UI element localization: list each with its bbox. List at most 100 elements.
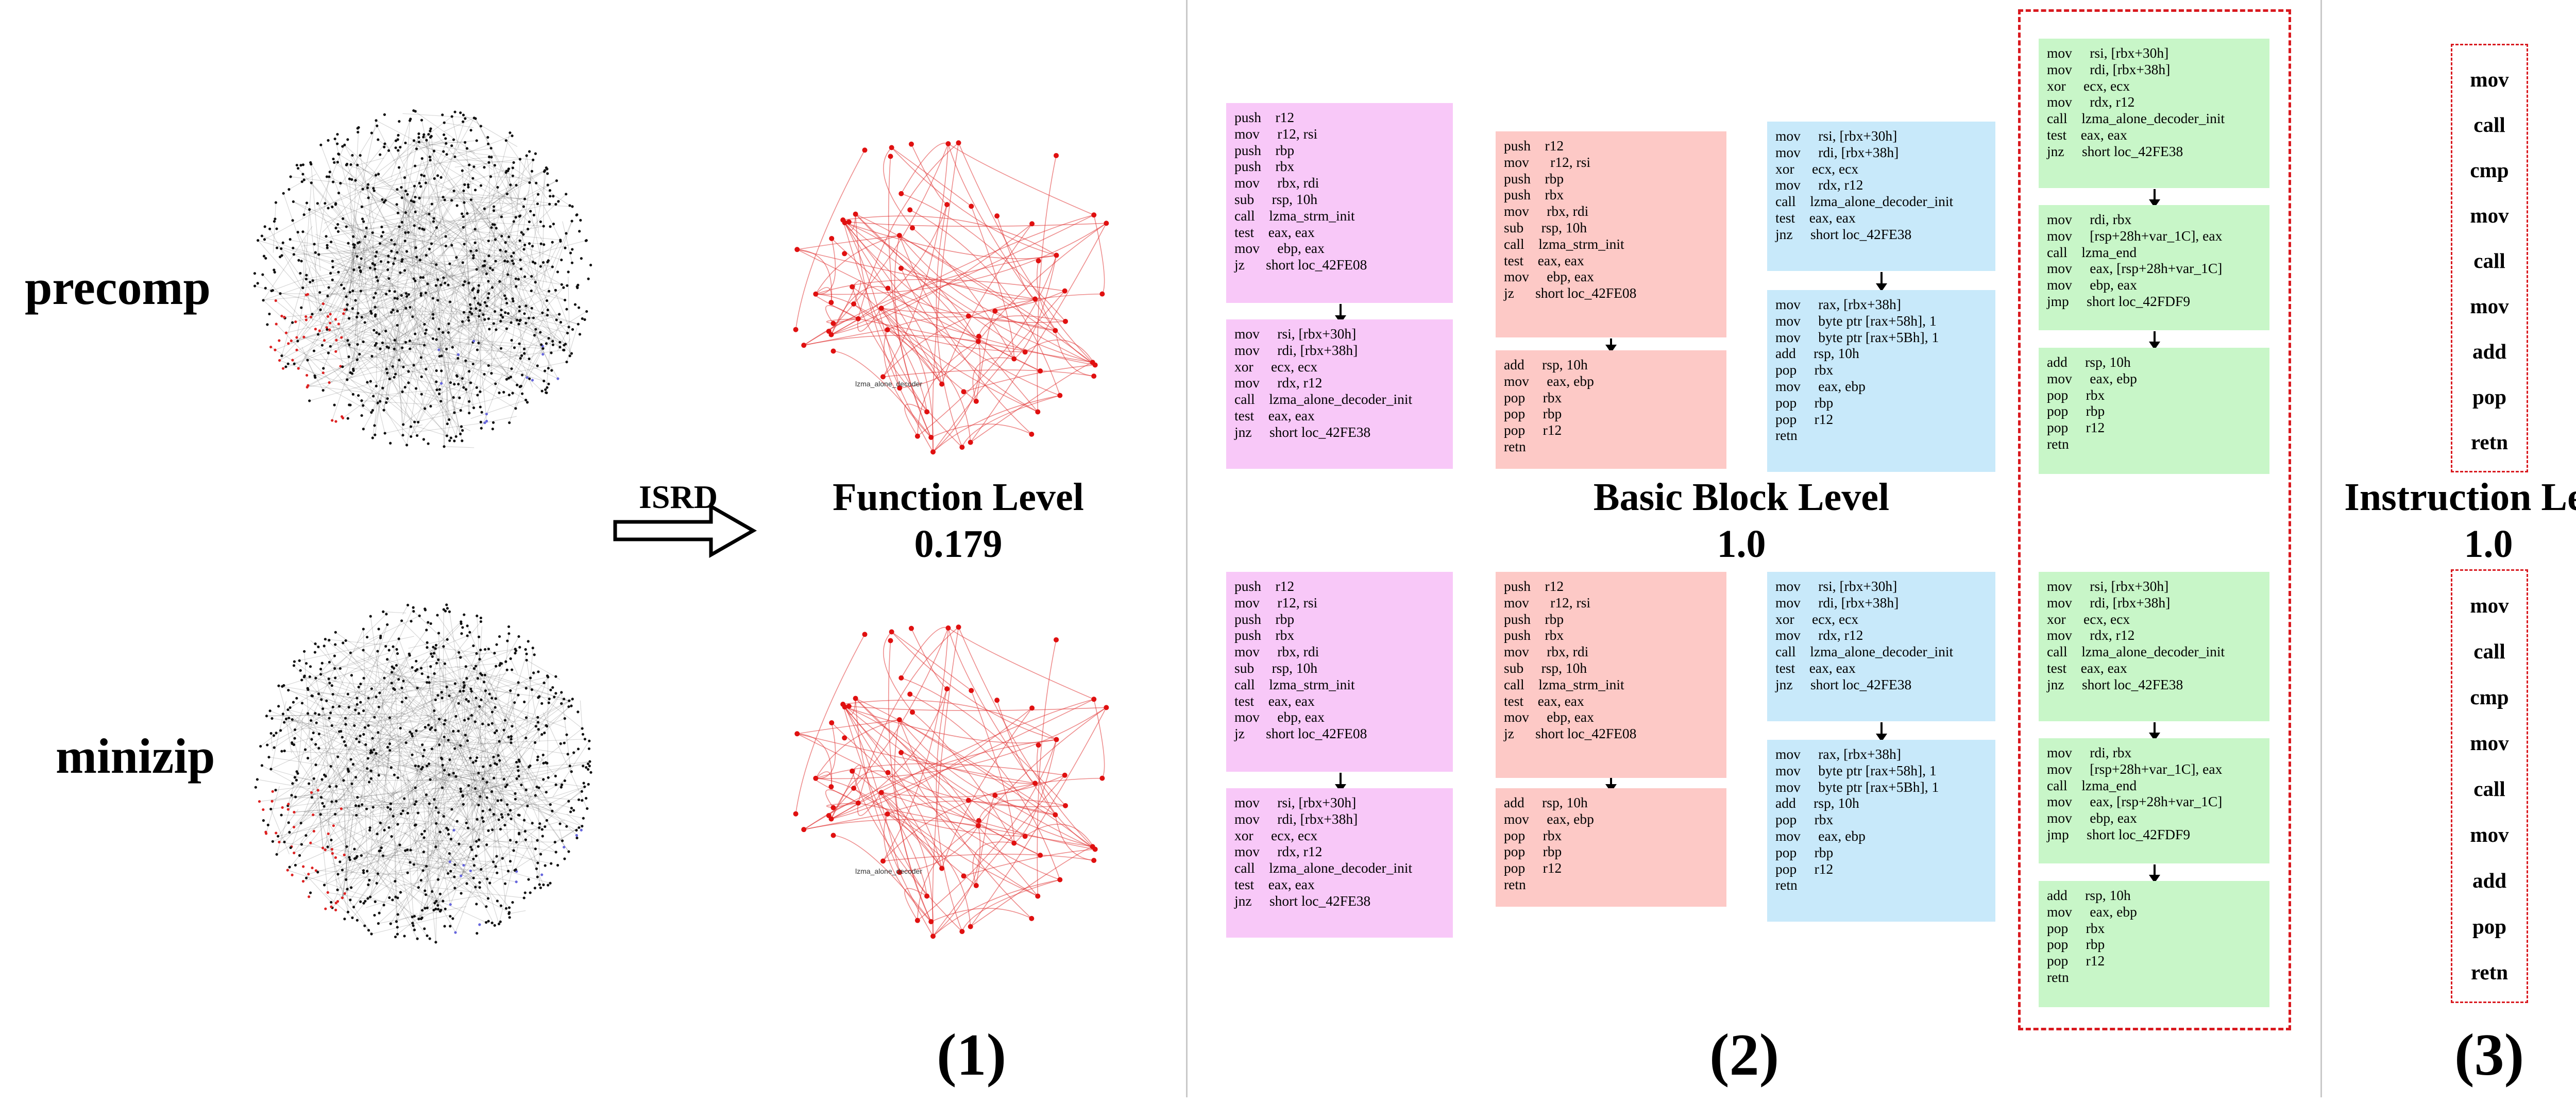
- graph-edge: [372, 826, 396, 897]
- graph-edge: [343, 251, 395, 259]
- graph-node: [459, 432, 462, 435]
- graph-node: [473, 720, 477, 723]
- graph-node: [537, 786, 540, 789]
- graph-node: [426, 934, 429, 937]
- graph-node: [436, 614, 439, 617]
- graph-node: [490, 226, 493, 229]
- graph-edge: [275, 784, 321, 791]
- graph-edge: [345, 745, 406, 809]
- graph-edge: [303, 764, 353, 796]
- graph-node: [973, 398, 979, 404]
- graph-node: [550, 862, 553, 865]
- graph-edge: [351, 127, 359, 271]
- graph-node: [523, 829, 527, 833]
- graph-node: [472, 165, 476, 168]
- graph-node: [453, 682, 457, 685]
- graph-node: [428, 212, 431, 216]
- graph-node: [528, 242, 531, 245]
- graph-node: [479, 616, 482, 620]
- graph-node: [462, 386, 465, 389]
- graph-node: [311, 694, 314, 698]
- graph-node: [1062, 803, 1068, 808]
- graph-edge: [478, 762, 517, 836]
- graph-edge: [403, 831, 487, 907]
- graph-edge: [319, 714, 378, 723]
- graph-edge: [374, 291, 383, 298]
- graph-node: [537, 670, 540, 673]
- graph-edge: [426, 140, 432, 246]
- graph-node: [432, 646, 435, 649]
- graph-node: [398, 359, 401, 362]
- graph-node: [300, 678, 303, 682]
- graph-node: [461, 795, 465, 798]
- graph-node: [406, 811, 410, 815]
- graph-edge: [426, 166, 474, 245]
- graph-edge: [269, 710, 333, 736]
- graph-node: [507, 235, 511, 239]
- graph-node: [478, 658, 481, 661]
- graph-node: [524, 838, 527, 841]
- graph-node: [341, 736, 344, 739]
- graph-edge: [443, 646, 485, 754]
- graph-node: [477, 284, 480, 287]
- graph-edge: [375, 306, 396, 435]
- graph-edge: [308, 294, 432, 346]
- graph-node: [363, 726, 367, 729]
- graph-edge: [471, 715, 501, 789]
- code-line: pop rbp: [2047, 936, 2105, 953]
- graph-node: [355, 919, 359, 922]
- instruction-level-score: 1.0: [2464, 522, 2513, 566]
- graph-node: [454, 775, 457, 778]
- graph-edge: [317, 704, 358, 767]
- graph-edge: [434, 296, 450, 302]
- graph-node: [334, 202, 337, 205]
- graph-node: [449, 837, 453, 841]
- graph-edge: [412, 156, 489, 167]
- graph-node: [493, 310, 497, 313]
- graph-edge: [343, 240, 362, 314]
- graph-edge: [402, 912, 418, 939]
- graph-node: [469, 249, 472, 252]
- graph-edge: [409, 784, 510, 908]
- graph-node: [539, 265, 542, 268]
- graph-edge: [323, 798, 354, 849]
- graph-edge: [339, 706, 452, 773]
- graph-edge: [418, 717, 538, 739]
- graph-node: [483, 318, 486, 321]
- graph-node: [457, 842, 461, 845]
- graph-edge: [332, 788, 434, 908]
- graph-edge: [483, 262, 565, 301]
- graph-edge: [523, 682, 583, 729]
- graph-node: [371, 231, 374, 234]
- graph-node: [346, 303, 349, 306]
- graph-node: [509, 839, 512, 842]
- graph-node: [367, 780, 371, 784]
- graph-edge: [377, 752, 391, 834]
- graph-node: [434, 698, 437, 702]
- graph-edge: [349, 636, 381, 655]
- graph-node: [551, 686, 554, 689]
- graph-node: [455, 256, 458, 259]
- graph-node: [570, 704, 573, 707]
- graph-node: [520, 354, 523, 357]
- graph-node: [1099, 291, 1105, 297]
- graph-edge: [464, 257, 525, 313]
- graph-edge: [347, 340, 427, 380]
- graph-edge: [515, 310, 548, 376]
- graph-node: [549, 225, 552, 228]
- graph-edge: [402, 663, 437, 777]
- graph-node: [345, 878, 348, 881]
- graph-edge: [511, 672, 551, 690]
- graph-node: [292, 701, 295, 704]
- graph-edge: [469, 364, 481, 402]
- graph-edge: [455, 743, 493, 830]
- graph-edge: [444, 446, 474, 448]
- graph-node: [366, 757, 369, 760]
- graph-edge: [296, 349, 353, 378]
- graph-edge: [387, 659, 461, 690]
- graph-node: [519, 384, 522, 388]
- graph-node: [493, 164, 497, 167]
- graph-node: [347, 706, 350, 709]
- graph-node: [513, 346, 516, 349]
- graph-node: [503, 882, 507, 885]
